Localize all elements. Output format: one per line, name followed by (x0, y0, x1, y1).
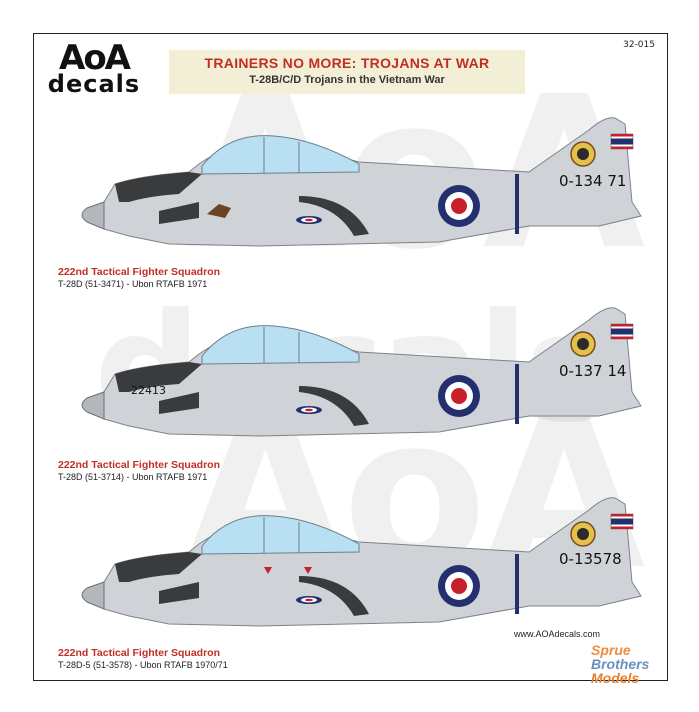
aoa-decals-logo: AoA decals (44, 38, 144, 98)
caption-3-unit: 222nd Tactical Fighter Squadron (58, 647, 221, 659)
caption-1-detail: T-28D (51-3471) - Ubon RTAFB 1971 (58, 279, 208, 289)
caption-3: 222nd Tactical Fighter Squadron T-28D-5 … (58, 647, 228, 670)
caption-2-detail: T-28D (51-3714) - Ubon RTAFB 1971 (58, 472, 208, 482)
nose-number-2: 22413 (131, 384, 166, 397)
aircraft-profile-2: 0-137 14 22413 (81, 307, 642, 437)
aircraft-3-body (81, 497, 642, 627)
title-sub: T-28B/C/D Trojans in the Vietnam War (249, 74, 445, 86)
sheet-reference: 32-015 (623, 40, 655, 50)
store-logo-line-3: Models (591, 670, 640, 686)
caption-1-unit: 222nd Tactical Fighter Squadron (58, 266, 221, 278)
aircraft-2-body (81, 307, 642, 437)
tail-number-1: 0-134 71 (559, 172, 626, 190)
decal-sheet: AoA decals AoA AoA decals 32-015 TRAINER… (33, 33, 668, 681)
caption-1: 222nd Tactical Fighter Squadron T-28D (5… (58, 266, 220, 289)
website-url: www.AOAdecals.com (514, 629, 601, 639)
aircraft-profile-1: 0-134 71 (81, 117, 642, 247)
store-logo-line-1: Sprue (591, 642, 631, 658)
caption-2: 222nd Tactical Fighter Squadron T-28D (5… (58, 459, 220, 482)
title-banner: TRAINERS NO MORE: TROJANS AT WAR T-28B/C… (169, 50, 525, 94)
caption-2-unit: 222nd Tactical Fighter Squadron (58, 459, 221, 471)
tail-number-3: 0-13578 (559, 550, 622, 568)
sprue-brothers-logo: Sprue Brothers Models (591, 643, 691, 685)
store-logo-line-2: Brothers (591, 656, 650, 672)
tail-number-2: 0-137 14 (559, 362, 626, 380)
aircraft-profile-3: 0-13578 (81, 497, 642, 627)
logo-line-1: AoA (59, 38, 131, 78)
title-main: TRAINERS NO MORE: TROJANS AT WAR (204, 55, 490, 71)
logo-line-2: decals (47, 70, 141, 98)
aircraft-1-body (81, 117, 642, 247)
caption-3-detail: T-28D-5 (51-3578) - Ubon RTAFB 1970/71 (58, 660, 228, 670)
